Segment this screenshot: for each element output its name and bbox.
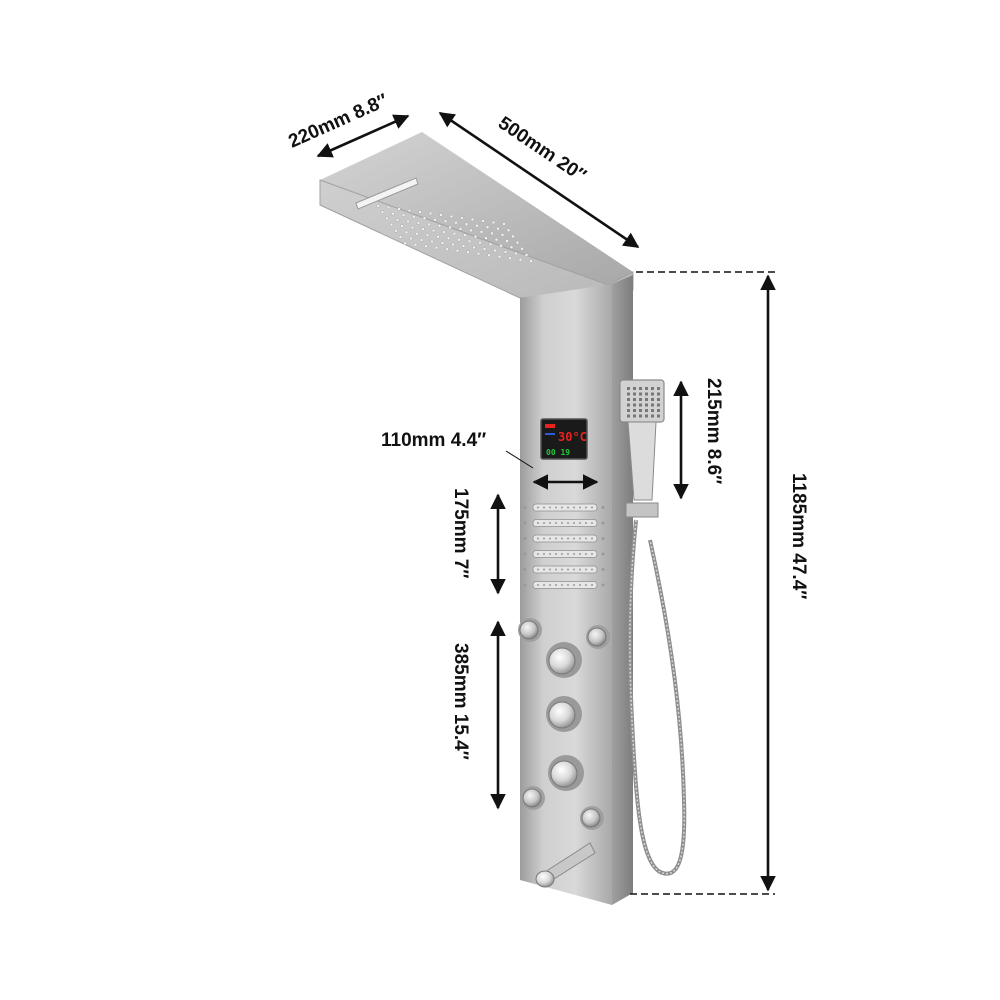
body-jet-slots	[523, 503, 605, 589]
jet-zone-height-label: 175mm 7″	[450, 488, 471, 578]
tub-spout	[535, 842, 596, 888]
valve-knob-bottom[interactable]	[548, 755, 584, 791]
head-depth-arrow	[316, 114, 410, 158]
head-length-arrow	[438, 111, 640, 249]
head-length-label: 500mm 20″	[494, 113, 589, 187]
handheld-shower	[619, 379, 687, 876]
valve-knob-middle[interactable]	[546, 696, 582, 732]
panel-column-side	[612, 275, 633, 905]
handshower-height-label: 215mm 8.6″	[703, 378, 724, 484]
total-height-label: 1185mm 47.4″	[788, 473, 809, 599]
side-jets	[518, 618, 610, 830]
waterfall-slot	[355, 177, 419, 210]
valve-knob-top[interactable]	[546, 642, 582, 678]
display-temperature: 30°C	[558, 430, 587, 444]
valve-zone-height-label: 385mm 15.4″	[450, 643, 471, 760]
head-depth-label: 220mm 8.8″	[285, 90, 391, 152]
control-valves	[546, 642, 584, 791]
jet-width-leader	[505, 450, 534, 469]
temperature-display: 30°C 00 19	[540, 418, 588, 460]
shower-panel: 30°C 00 19	[319, 132, 687, 905]
jet-width-label: 110mm 4.4″	[381, 430, 486, 451]
display-bottom-readout: 00 19	[546, 448, 570, 457]
